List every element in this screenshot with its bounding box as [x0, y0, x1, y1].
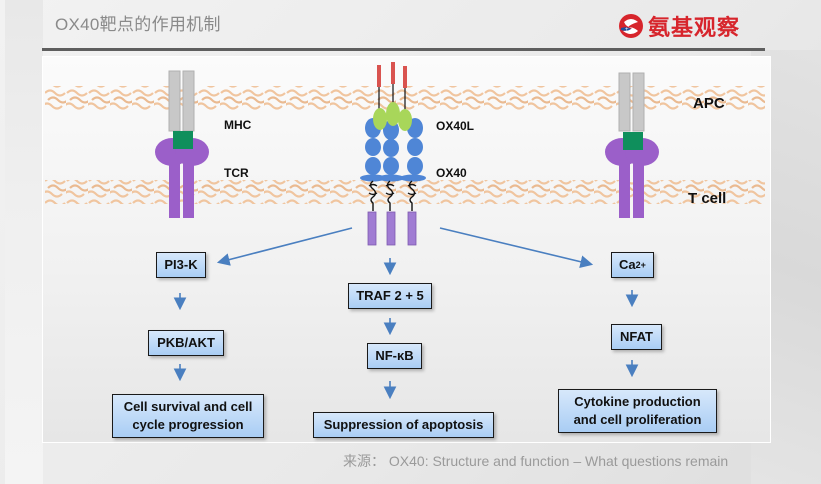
- label-t-cell: T cell: [688, 190, 727, 207]
- label-ox40l: OX40L: [436, 119, 475, 133]
- pathway-box-nfat: NFAT: [611, 324, 662, 350]
- mhc-chain: [182, 70, 195, 132]
- pathway-box-traf: TRAF 2 + 5: [348, 283, 432, 309]
- ox40-cytoplasmic-tail: [407, 211, 417, 246]
- pathway-box-pkb-akt: PKB/AKT: [148, 330, 224, 356]
- ox40-cytoplasmic-tail: [386, 211, 396, 246]
- header-divider: [42, 48, 765, 51]
- ox40l-stalk: [403, 66, 407, 88]
- ox40l-head: [398, 109, 412, 131]
- ox40-cytoplasmic-tail: [367, 211, 377, 246]
- swirl-logo-icon: +: [619, 14, 643, 38]
- label-ox40: OX40: [436, 166, 467, 180]
- label-tcr: TCR: [224, 166, 249, 180]
- ox40-receptor: [383, 120, 399, 175]
- mhc-chain: [168, 70, 181, 132]
- mhc-tcr-complex-left: [155, 70, 209, 218]
- pathway-box-pi3k: PI3-K: [156, 252, 206, 278]
- calcium-symbol: Ca: [619, 257, 636, 273]
- source-citation: 来源： OX40: Structure and function – What …: [343, 453, 729, 469]
- arrow-to-pi3k: [216, 227, 353, 266]
- outcome-box-suppression-of-apoptosis: Suppression of apoptosis: [313, 412, 494, 438]
- outcome-box-cytokine-production: Cytokine production and cell proliferati…: [558, 389, 717, 433]
- logo-text: 氨基观察: [648, 15, 741, 40]
- slide-background-left: [5, 0, 43, 484]
- ox40l-head: [386, 102, 400, 126]
- ox40-receptor: [365, 118, 381, 175]
- peptide-antigen: [173, 131, 193, 149]
- ox40l-stalk: [391, 62, 395, 84]
- tcr-chain: [633, 160, 644, 218]
- label-mhc: MHC: [224, 118, 252, 132]
- ox40-ox40l-trimer: [360, 62, 426, 246]
- arrow-to-ca: [439, 227, 594, 268]
- tcell-membrane: [45, 180, 765, 204]
- peptide-antigen: [623, 132, 643, 150]
- pathway-box-nfkb: NF-κB: [367, 343, 422, 369]
- mhc-chain: [618, 72, 631, 132]
- ox40l-head: [373, 108, 387, 130]
- label-apc: APC: [693, 95, 725, 112]
- calcium-charge: 2+: [635, 259, 646, 270]
- ox40-receptor: [407, 118, 423, 175]
- outcome-box-cell-survival: Cell survival and cell cycle progression: [112, 394, 264, 438]
- mhc-chain: [632, 72, 645, 132]
- mhc-tcr-complex-right: [605, 72, 659, 218]
- tcr-chain: [183, 160, 194, 218]
- tcr-chain: [169, 160, 180, 218]
- svg-text:+: +: [625, 27, 629, 33]
- tcr-chain: [619, 160, 630, 218]
- brand-logo: + 氨基观察: [618, 10, 740, 42]
- ox40l-stalk: [377, 65, 381, 87]
- page-title: OX40靶点的作用机制: [55, 15, 221, 34]
